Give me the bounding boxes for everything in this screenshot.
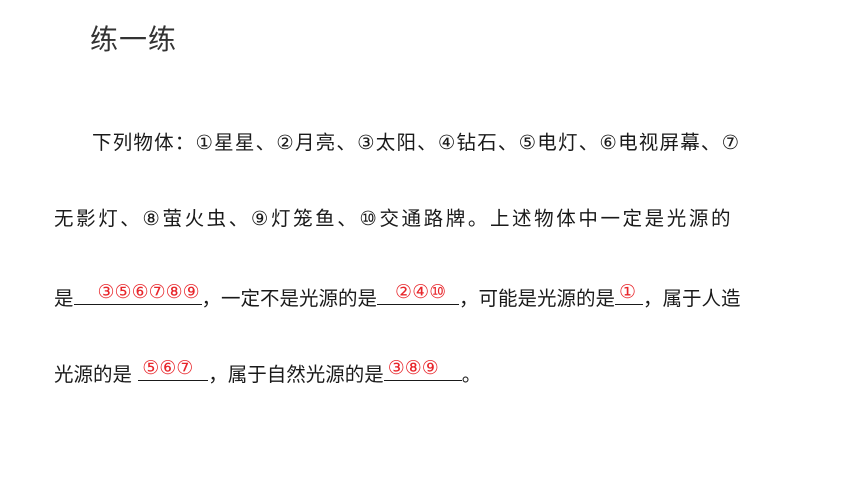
answer-blank-not-light-source[interactable]: ②④⑩ <box>377 281 460 305</box>
question-line-2: 无影灯、⑧萤火虫、⑨灯笼鱼、⑩交通路牌。上述物体中一定是光源的 <box>54 207 734 230</box>
line4-text-a: 光源的是 <box>54 363 139 386</box>
answer-definitely-light-source: ③⑤⑥⑦⑧⑨ <box>97 281 200 303</box>
answer-blank-definitely-light-source[interactable]: ③⑤⑥⑦⑧⑨ <box>73 281 202 305</box>
line3-text-b: ，一定不是光源的是 <box>201 287 378 310</box>
answer-natural-light-source: ③⑧⑨ <box>387 357 439 379</box>
line4-text-c: 。 <box>461 363 482 386</box>
answer-artificial-light-source: ⑤⑥⑦ <box>142 357 194 379</box>
answer-blank-possibly-light-source[interactable]: ① <box>615 281 644 305</box>
line3-text-d: ，属于人造 <box>643 287 741 310</box>
line3-text-a: 是 <box>54 287 74 310</box>
page-title: 练一练 <box>90 23 178 56</box>
answer-blank-artificial-light-source[interactable]: ⑤⑥⑦ <box>138 357 209 381</box>
question-line-1: 下列物体：①星星、②月亮、③太阳、④钻石、⑤电灯、⑥电视屏幕、⑦ <box>92 131 741 154</box>
line3-text-c: ，可能是光源的是 <box>459 287 616 310</box>
line4-text-b: ，属于自然光源的是 <box>208 363 384 386</box>
answer-blank-natural-light-source[interactable]: ③⑧⑨ <box>383 357 462 381</box>
answer-not-light-source: ②④⑩ <box>395 281 447 303</box>
answer-possibly-light-source: ① <box>619 281 637 303</box>
